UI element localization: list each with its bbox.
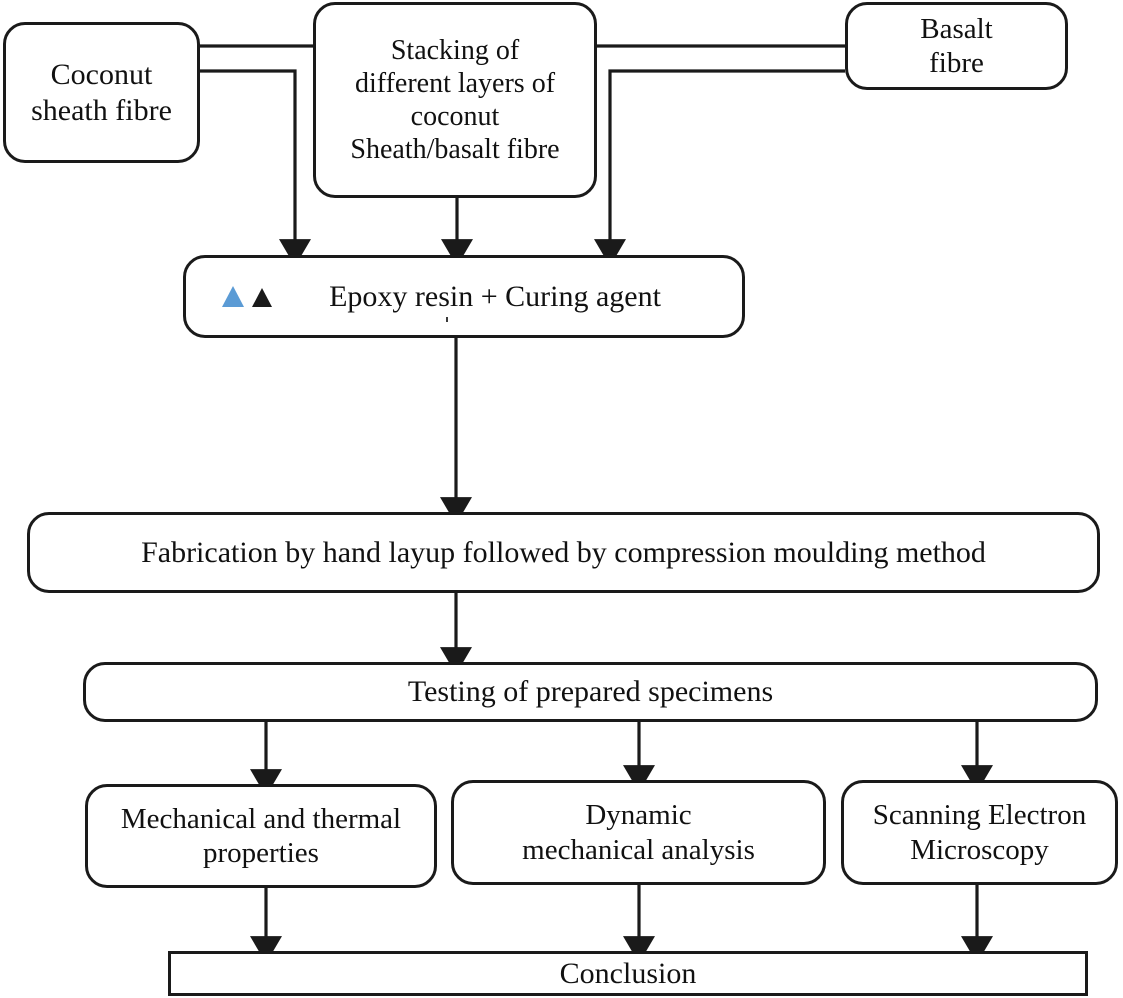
stray-mark (446, 317, 448, 322)
node-label: Mechanical and thermal properties (120, 802, 402, 869)
node-fabrication[interactable]: Fabrication by hand layup followed by co… (27, 512, 1100, 593)
node-label: Conclusion (559, 956, 697, 990)
node-label: Epoxy resin + Curing agent (329, 279, 661, 313)
node-coconut-sheath-fibre[interactable]: Coconut sheath fibre (3, 22, 200, 163)
node-label: Coconut sheath fibre (31, 58, 172, 127)
node-scanning-electron-microscopy[interactable]: Scanning Electron Microscopy (841, 780, 1118, 885)
node-basalt-fibre[interactable]: Basalt fibre (845, 2, 1068, 90)
node-label: Basalt fibre (920, 12, 993, 79)
node-label: Dynamic mechanical analysis (522, 799, 755, 866)
node-epoxy-resin-curing-agent[interactable]: Epoxy resin + Curing agent (183, 255, 745, 338)
edge-basalt-to-epoxy (594, 69, 845, 267)
triangle-up-blue-icon (222, 286, 244, 307)
node-label: Scanning Electron Microscopy (872, 799, 1087, 866)
node-conclusion[interactable]: Conclusion (168, 951, 1088, 996)
node-mechanical-thermal-properties[interactable]: Mechanical and thermal properties (85, 784, 437, 888)
node-label: Fabrication by hand layup followed by co… (141, 535, 986, 569)
node-testing-specimens[interactable]: Testing of prepared specimens (83, 662, 1098, 722)
edge-coconut-to-epoxy (200, 69, 311, 267)
node-dynamic-mechanical-analysis[interactable]: Dynamic mechanical analysis (451, 780, 826, 885)
node-label: Testing of prepared specimens (407, 675, 774, 709)
triangle-up-black-icon (252, 288, 272, 307)
node-label: Stacking of different layers of coconut … (350, 34, 560, 166)
node-stacking-layers[interactable]: Stacking of different layers of coconut … (313, 2, 597, 198)
